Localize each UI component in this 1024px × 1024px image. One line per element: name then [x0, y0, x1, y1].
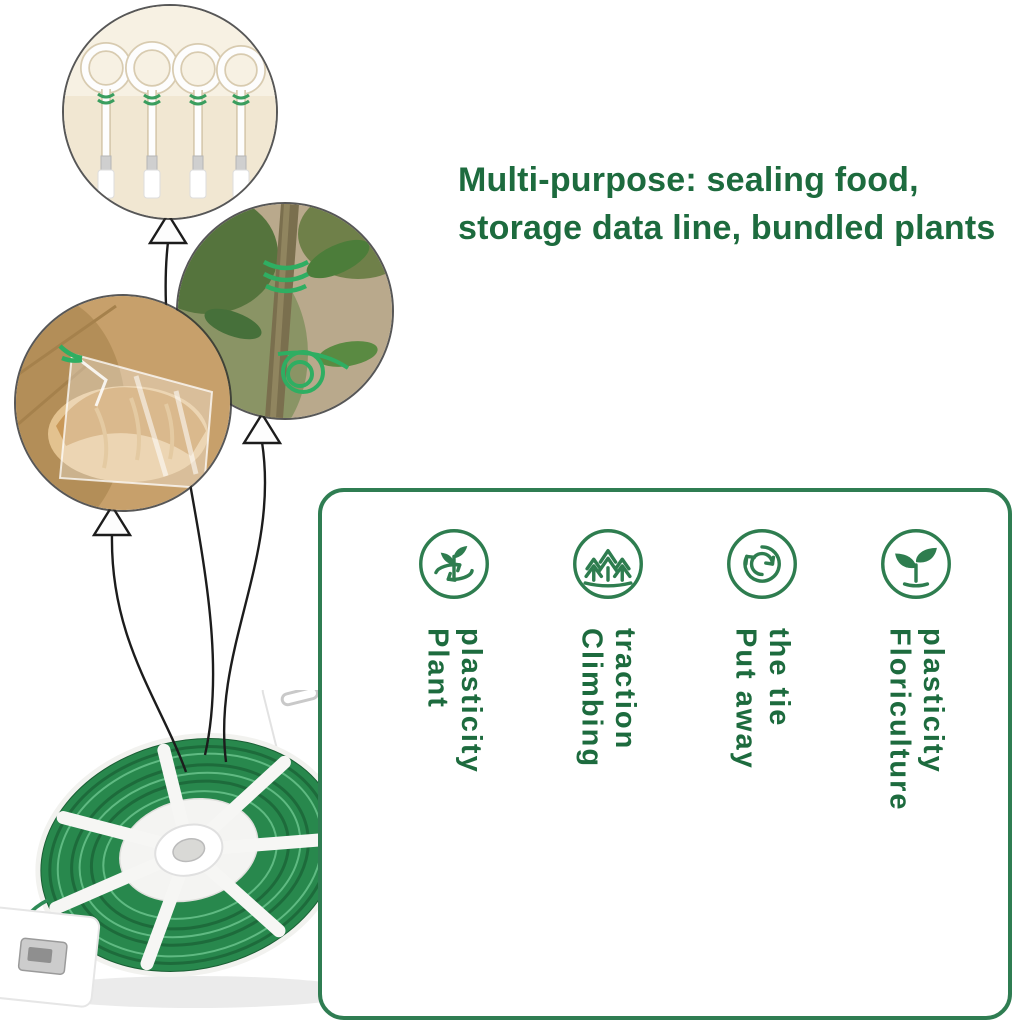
plant-rotation-icon	[419, 529, 489, 599]
feature-label: Put away the tie	[729, 628, 795, 770]
climbing-trees-icon	[573, 529, 643, 599]
feature-label: Floriculture plasticity	[883, 628, 949, 812]
photo-bread-bag	[14, 294, 232, 512]
recycle-arrows-icon	[727, 529, 797, 599]
heading-line-2: storage data line, bundled plants	[458, 209, 996, 248]
feature-label-line: traction	[608, 628, 641, 751]
feature-label-line: Floriculture	[883, 628, 916, 812]
feature-floriculture-plasticity: Floriculture plasticity	[839, 526, 993, 812]
feature-label-line: Put away	[729, 628, 762, 770]
feature-plant-plasticity: Plant plasticity	[377, 526, 531, 774]
sprout-icon	[881, 529, 951, 599]
heading-line-1: Multi-purpose: sealing food,	[458, 161, 919, 199]
feature-label: Climbing traction	[575, 628, 641, 769]
photo-data-cables	[62, 4, 278, 220]
feature-label-line: the tie	[762, 628, 795, 728]
page-title: Multi-purpose: sealing food, storage dat…	[458, 156, 1018, 253]
feature-label-line: plasticity	[454, 628, 487, 774]
feature-put-away-the-tie: Put away the tie	[685, 526, 839, 770]
features-panel: Plant plasticity Climbing traction	[318, 488, 1012, 1020]
feature-climbing-traction: Climbing traction	[531, 526, 685, 768]
feature-label-line: Plant	[421, 628, 454, 709]
feature-label-line: Climbing	[575, 628, 608, 769]
feature-label-line: plasticity	[916, 628, 949, 774]
feature-label: Plant plasticity	[421, 628, 487, 774]
cutter-card	[0, 906, 101, 1008]
